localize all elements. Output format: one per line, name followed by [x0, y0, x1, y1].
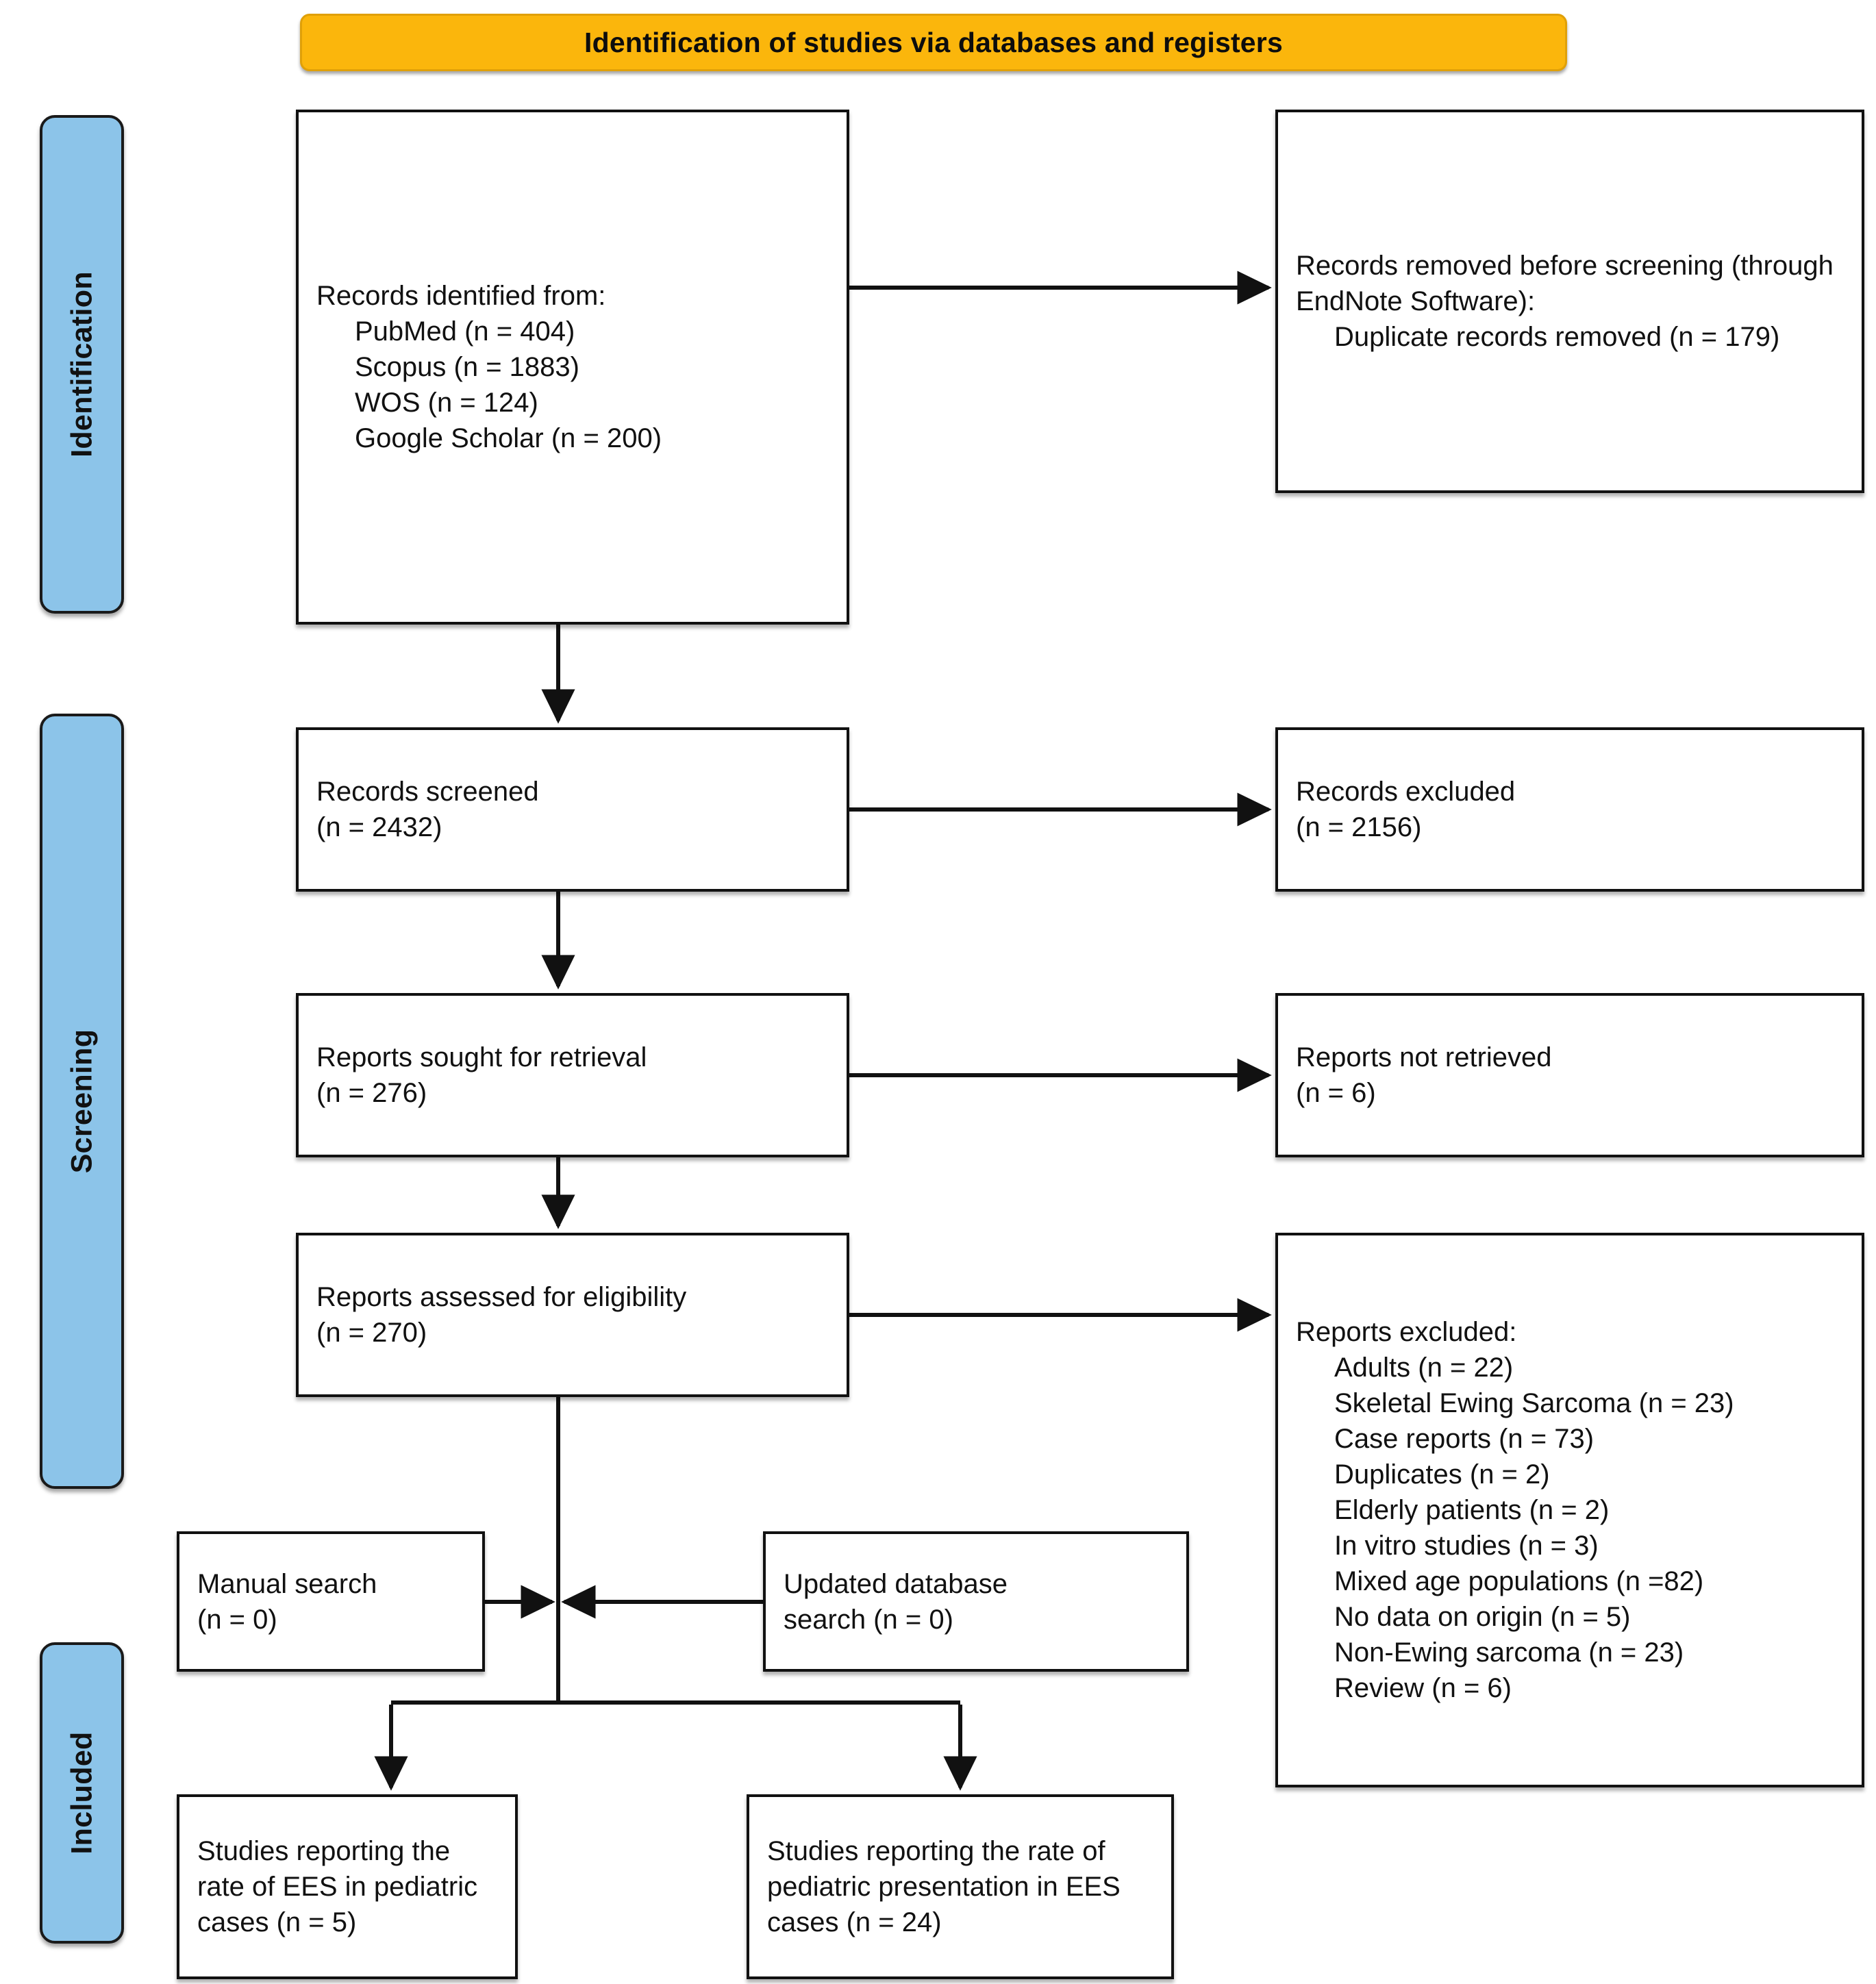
reports-excluded-reason-mixed-age-populations: Mixed age populations (n =82)	[1334, 1566, 1704, 1596]
banner-title: Identification of studies via databases …	[584, 26, 1283, 58]
records-removed-heading: Records removed before screening (throug…	[1296, 248, 1844, 319]
stage-rail-screening-label: Screening	[65, 1029, 98, 1174]
manual-search-count: (n = 0)	[197, 1604, 277, 1635]
reports-excluded-reason-case-reports: Case reports (n = 73)	[1334, 1424, 1594, 1454]
node-reports-assessed: Reports assessed for eligibility (n = 27…	[296, 1233, 849, 1397]
records-identified-source-pubmed: PubMed (n = 404)	[355, 316, 575, 347]
reports-excluded-reason-duplicates: Duplicates (n = 2)	[1334, 1459, 1550, 1490]
records-identified-heading: Records identified from:	[316, 281, 606, 311]
records-identified-source-google-scholar: Google Scholar (n = 200)	[355, 423, 662, 453]
records-screened-label: Records screened	[316, 777, 539, 807]
diagram-banner: Identification of studies via databases …	[300, 14, 1567, 71]
stage-rail-identification-label: Identification	[65, 271, 98, 457]
reports-sought-count: (n = 276)	[316, 1078, 427, 1108]
reports-excluded-reason-skeletal-ewing-sarcoma: Skeletal Ewing Sarcoma (n = 23)	[1334, 1388, 1734, 1418]
reports-sought-label: Reports sought for retrieval	[316, 1042, 647, 1072]
node-records-removed: Records removed before screening (throug…	[1275, 110, 1864, 493]
records-excluded-label: Records excluded	[1296, 777, 1516, 807]
updated-search-label: Updated database	[784, 1568, 1008, 1599]
stage-rail-included: Included	[40, 1642, 124, 1944]
node-reports-excluded: Reports excluded: Adults (n = 22) Skelet…	[1275, 1233, 1864, 1787]
records-screened-count: (n = 2432)	[316, 812, 442, 842]
node-records-excluded: Records excluded (n = 2156)	[1275, 727, 1864, 892]
node-records-screened: Records screened (n = 2432)	[296, 727, 849, 892]
records-removed-duplicates: Duplicate records removed (n = 179)	[1334, 322, 1780, 352]
output-ees-rate-text: Studies reporting the rate of EES in ped…	[197, 1836, 486, 1937]
stage-rail-included-label: Included	[65, 1731, 98, 1855]
node-reports-not-retrieved: Reports not retrieved (n = 6)	[1275, 993, 1864, 1157]
records-removed-heading-plain: Records removed	[1296, 251, 1520, 281]
reports-excluded-reason-review: Review (n = 6)	[1334, 1673, 1512, 1703]
records-removed-heading-italic: before screening (through EndNote Softwa…	[1296, 251, 1841, 316]
records-excluded-count: (n = 2156)	[1296, 812, 1422, 842]
reports-excluded-heading: Reports excluded:	[1296, 1317, 1517, 1347]
stage-rail-identification: Identification	[40, 115, 124, 614]
reports-excluded-reason-adults: Adults (n = 22)	[1334, 1353, 1514, 1383]
reports-assessed-count: (n = 270)	[316, 1318, 427, 1348]
node-manual-search: Manual search (n = 0)	[177, 1531, 485, 1672]
reports-assessed-label: Reports assessed for eligibility	[316, 1282, 687, 1312]
node-reports-sought: Reports sought for retrieval (n = 276)	[296, 993, 849, 1157]
records-identified-source-wos: WOS (n = 124)	[355, 388, 538, 418]
manual-search-label: Manual search	[197, 1568, 377, 1599]
reports-not-retrieved-label: Reports not retrieved	[1296, 1042, 1552, 1072]
node-updated-database-search: Updated database search (n = 0)	[763, 1531, 1189, 1672]
stage-rail-screening: Screening	[40, 714, 124, 1489]
reports-excluded-reason-non-ewing-sarcoma: Non-Ewing sarcoma (n = 23)	[1334, 1637, 1684, 1668]
node-output-pediatric-rate: Studies reporting the rate of pediatric …	[747, 1794, 1174, 1979]
reports-excluded-reason-no-data-on-origin: No data on origin (n = 5)	[1334, 1602, 1631, 1632]
reports-excluded-reason-in-vitro-studies: In vitro studies (n = 3)	[1334, 1531, 1599, 1561]
records-removed-heading-tail: :	[1527, 286, 1536, 316]
updated-search-count: search (n = 0)	[784, 1604, 953, 1635]
output-pediatric-rate-text: Studies reporting the rate of pediatric …	[767, 1836, 1128, 1937]
reports-not-retrieved-count: (n = 6)	[1296, 1078, 1376, 1108]
node-output-ees-rate: Studies reporting the rate of EES in ped…	[177, 1794, 518, 1979]
reports-excluded-reason-elderly-patients: Elderly patients (n = 2)	[1334, 1495, 1610, 1525]
records-identified-source-scopus: Scopus (n = 1883)	[355, 352, 579, 382]
node-records-identified: Records identified from: PubMed (n = 404…	[296, 110, 849, 625]
